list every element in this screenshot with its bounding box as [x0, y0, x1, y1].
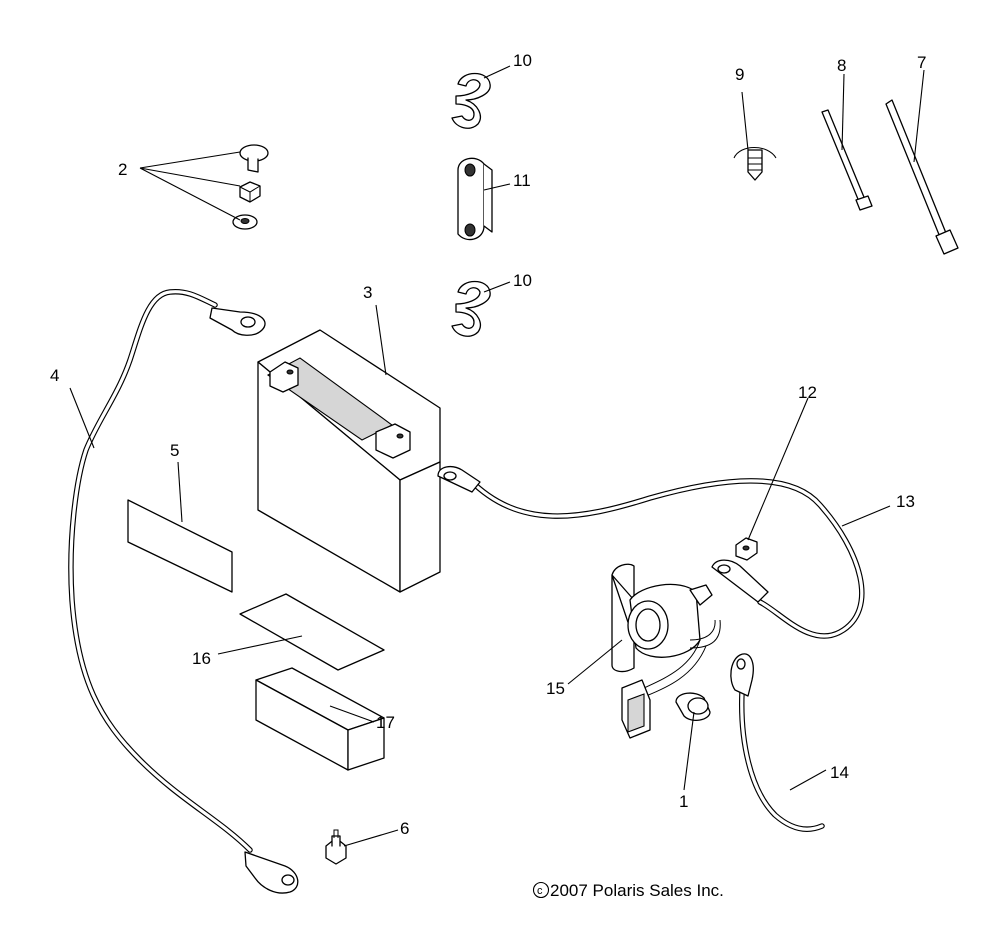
cable-tie-7: [885, 99, 959, 255]
battery-3: [257, 329, 441, 593]
callout-2: 2: [118, 160, 127, 179]
cable-tie-8: [821, 109, 873, 211]
callout-1: 1: [679, 792, 688, 811]
cable-14: [730, 653, 825, 832]
callout-numbers: 2 3 4 5 10 11 10 9 8 7 12 13 15 16 17 6 …: [50, 51, 926, 838]
callout-15: 15: [546, 679, 565, 698]
bolt-1: [675, 692, 711, 722]
callout-14: 14: [830, 763, 849, 782]
leader-lines: [69, 65, 925, 847]
copyright-icon: c: [532, 881, 550, 899]
copyright-text: 2007 Polaris Sales Inc.: [532, 881, 724, 901]
callout-4: 4: [50, 366, 59, 385]
callout-11: 11: [513, 171, 531, 190]
callout-9: 9: [735, 65, 744, 84]
callout-3: 3: [363, 283, 372, 302]
callout-10-bottom: 10: [513, 271, 532, 290]
strap-11: [457, 157, 493, 241]
clip-10-top: [451, 72, 491, 129]
callout-10-top: 10: [513, 51, 532, 70]
callout-7: 7: [917, 53, 926, 72]
callout-17: 17: [376, 713, 395, 732]
nut-12: [735, 537, 758, 561]
battery-cable-4: [68, 288, 299, 894]
terminal-hardware-2: [232, 144, 269, 230]
callout-13: 13: [896, 492, 915, 511]
clip-10-bottom: [451, 280, 491, 337]
battery-cable-13: [437, 465, 865, 639]
solenoid-15: [611, 563, 721, 739]
callout-16: 16: [192, 649, 211, 668]
callout-5: 5: [170, 441, 179, 460]
callout-8: 8: [837, 56, 846, 75]
callout-12: 12: [798, 383, 817, 402]
pad-16: [239, 593, 385, 671]
label-5: [127, 499, 233, 593]
push-fastener-9: [733, 147, 777, 181]
screw-6: [325, 829, 347, 865]
svg-text:c: c: [537, 885, 543, 897]
copyright-label: 2007 Polaris Sales Inc.: [550, 881, 724, 900]
callout-6: 6: [400, 819, 409, 838]
